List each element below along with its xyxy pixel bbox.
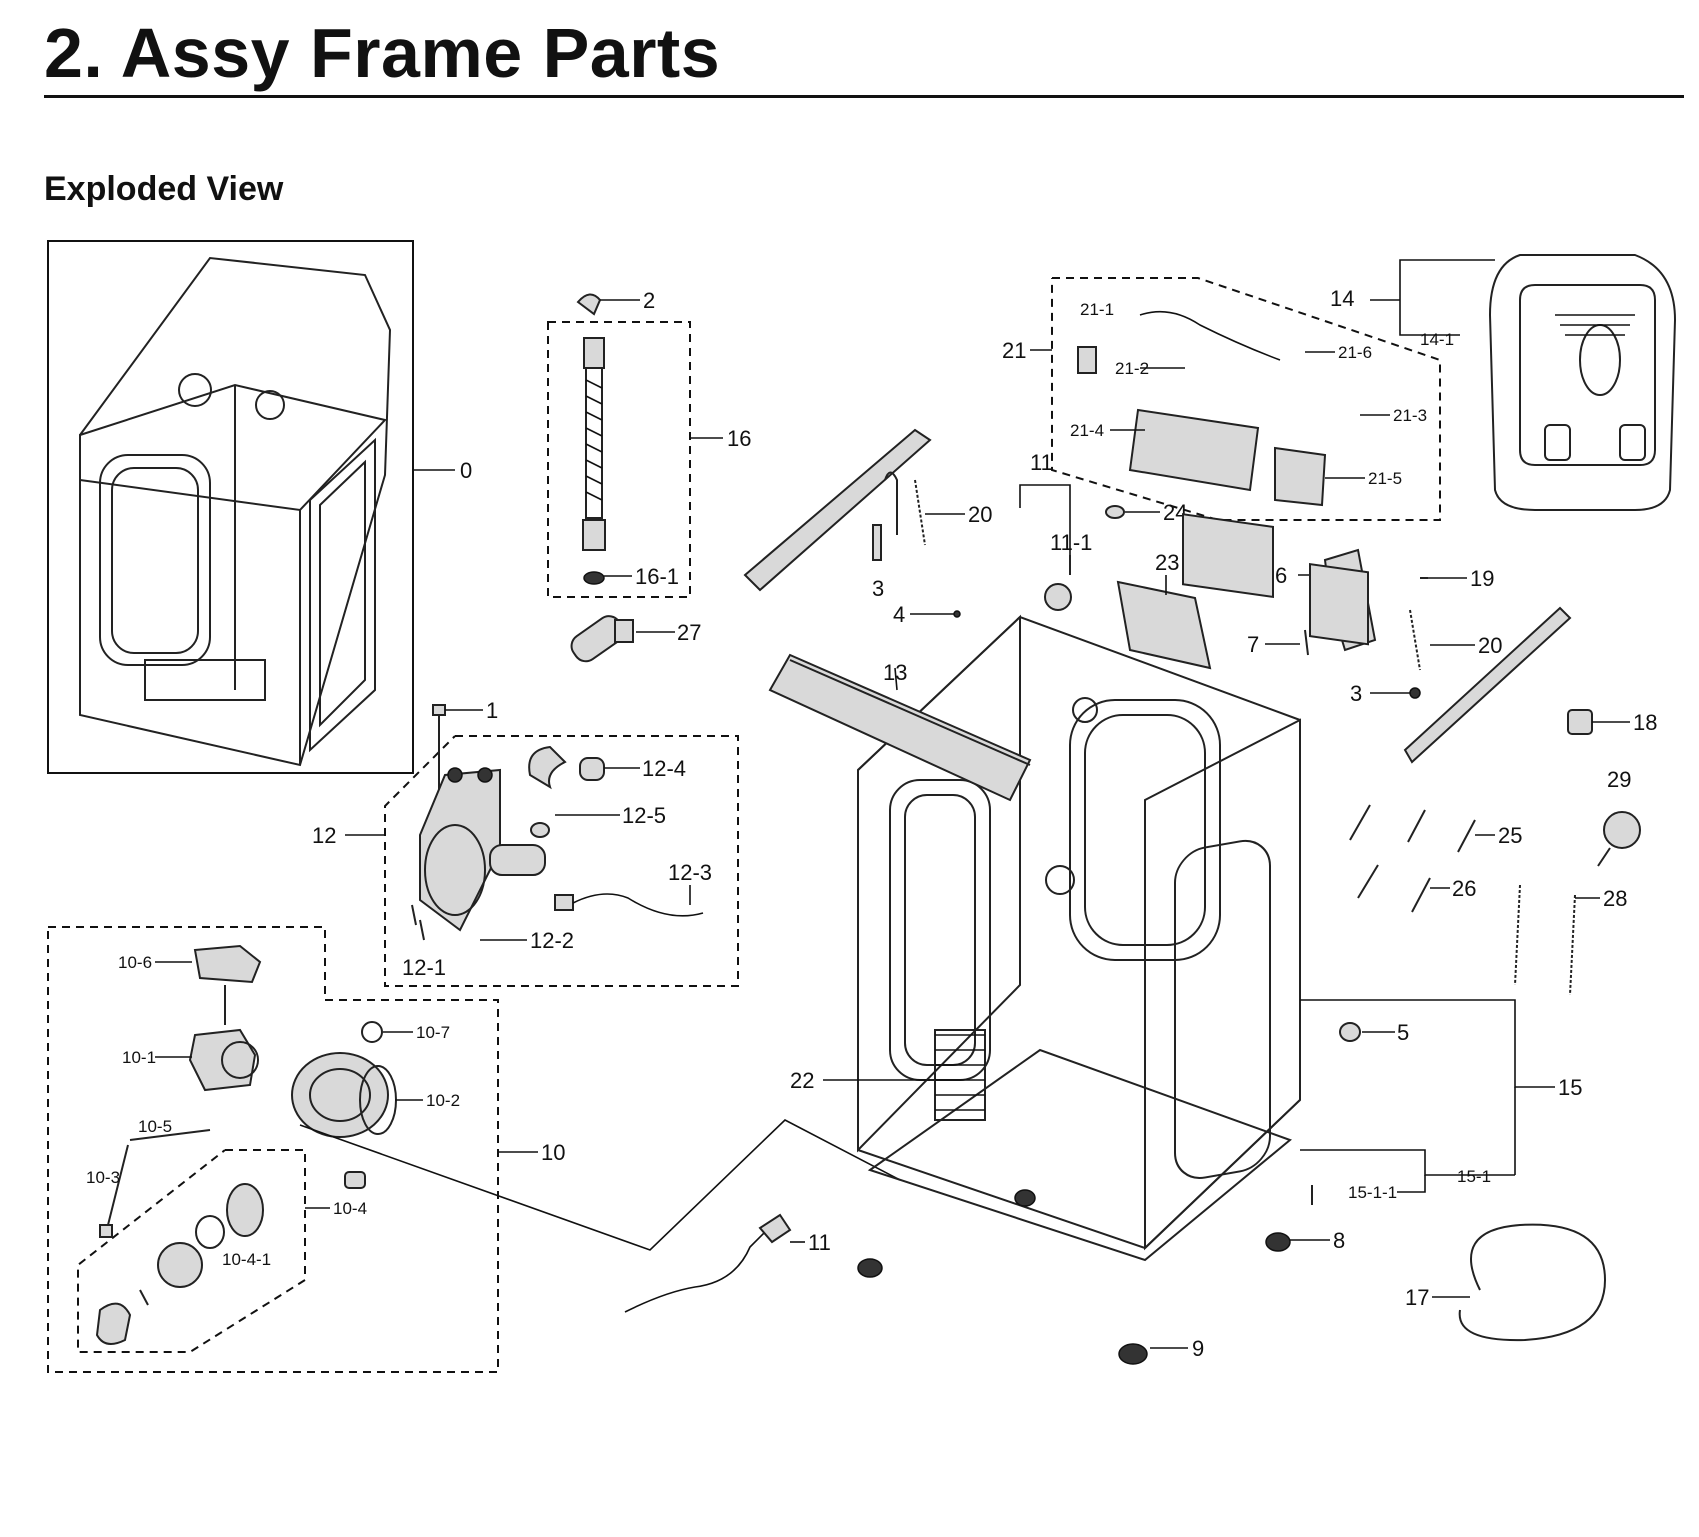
bracket-right [1403,606,1572,764]
callout-22: 22 [790,1068,814,1093]
callout-4: 4 [893,602,905,627]
group-21-box [1051,277,1441,521]
callout-21: 21 [1002,338,1026,363]
callout-12-3: 12-3 [668,860,712,885]
callout-16-1: 16-1 [635,564,679,589]
valve-29 [1603,811,1641,849]
callout-15: 15 [1558,1075,1582,1100]
callout-14: 14 [1330,286,1354,311]
callout-10: 10 [541,1140,565,1165]
callout-1: 1 [486,698,498,723]
callout-23: 23 [1155,550,1179,575]
hose-16 [576,293,606,585]
callout-11-1: 11-1 [1050,530,1092,555]
pcb-21 [1077,310,1369,646]
callout-21-2: 21-2 [1115,359,1149,378]
main-cabinet-15 [768,614,1301,1365]
spring-20b [1409,609,1421,671]
callout-10-7: 10-7 [416,1023,450,1042]
inset-assembled-frame [47,240,414,774]
damper-pins-25-26 [1349,804,1476,913]
callout-10-1: 10-1 [122,1048,156,1067]
dispenser-10 [95,944,397,1345]
leader-15-1 [1300,1149,1515,1176]
leader-14 [1399,259,1495,336]
switch-18 [1567,709,1593,735]
callout-16: 16 [727,426,751,451]
group-10-box [47,926,499,1373]
callout-10-4-1: 10-4-1 [222,1250,271,1269]
callout-15-1-1: 15-1-1 [1348,1183,1397,1202]
callout-29: 29 [1607,767,1631,792]
callout-11b: 11 [808,1230,831,1255]
callout-21-4: 21-4 [1070,421,1104,440]
callout-20b: 20 [1478,633,1502,658]
foot-8 [1265,1232,1291,1252]
callout-3b: 3 [1350,681,1362,706]
callout-27: 27 [677,620,701,645]
callout-12-1: 12-1 [402,955,446,980]
callout-18: 18 [1633,710,1657,735]
callout-12-2: 12-2 [530,928,574,953]
valve-27 [570,615,634,663]
callout-12-5: 12-5 [622,803,666,828]
power-cord-11 [624,1226,771,1313]
leader-11a [1019,484,1071,575]
callout-3a: 3 [872,576,884,601]
panel-23 [1116,580,1212,670]
callout-6: 6 [1275,563,1287,588]
title-underline [44,95,1684,98]
callout-12-4: 12-4 [642,756,686,781]
callout-20a: 20 [968,502,992,527]
callout-10-2: 10-2 [426,1091,460,1110]
page-title: 2. Assy Frame Parts [44,14,721,92]
leader-10-to-cabinet [299,1119,901,1251]
strap-28 [1514,884,1576,996]
callout-14-1: 14-1 [1420,330,1454,349]
callout-25: 25 [1498,823,1522,848]
pump-12 [411,704,704,941]
callout-10-3: 10-3 [86,1168,120,1187]
leader-13 [894,667,898,691]
leader-15-1-1 [1397,1175,1426,1193]
callout-21-1: 21-1 [1080,300,1114,319]
callout-21-3: 21-3 [1393,406,1427,425]
callout-17: 17 [1405,1285,1429,1310]
callout-10-6: 10-6 [118,953,152,972]
callout-5: 5 [1397,1020,1409,1045]
clip-5 [1339,1022,1361,1042]
callout-15-1: 15-1 [1457,1167,1491,1186]
callout-13: 13 [883,660,907,685]
callout-0: 0 [460,458,472,483]
hook-7 [1304,629,1309,656]
hose-17 [1458,1223,1607,1342]
callout-21-5: 21-5 [1368,469,1402,488]
seal-11-1 [1044,583,1072,611]
callout-19: 19 [1470,566,1494,591]
inset-frame-box [47,240,414,774]
callout-10-4: 10-4 [333,1199,367,1218]
callout-10-5: 10-5 [138,1117,172,1136]
callout-26: 26 [1452,876,1476,901]
callout-12: 12 [312,823,336,848]
callout-2: 2 [643,288,655,313]
callout-21-6: 21-6 [1338,343,1372,362]
top-cover-14 [1488,254,1677,511]
group-16-box [547,321,691,598]
bracket-and-springs [743,428,932,592]
sensor-24 [1105,505,1125,519]
leader-15 [1300,999,1555,1088]
group-12-box [384,735,739,987]
section-subtitle: Exploded View [44,170,284,208]
callout-9: 9 [1192,1336,1204,1361]
callout-11a: 11 [1030,450,1053,475]
callout-28: 28 [1603,886,1627,911]
callout-8: 8 [1333,1228,1345,1253]
callout-7: 7 [1247,632,1259,657]
